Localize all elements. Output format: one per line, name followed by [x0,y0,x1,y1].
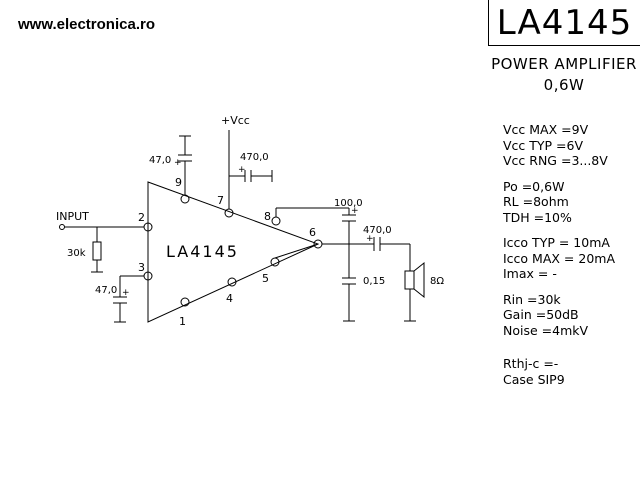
c-pin3-plus: + [122,288,130,298]
speaker-label: 8Ω [430,276,444,287]
pin-4-label: 4 [226,292,233,305]
c-vcc-plus: + [238,165,246,175]
subtitle-line-2: 0,6W [543,76,585,94]
input-terminal [59,224,65,230]
c-boot-plus: + [351,206,359,216]
c-zobel-label: 0,15 [363,276,385,287]
c-out-label: 470,0 [363,225,392,236]
pin-2-label: 2 [138,211,145,224]
c-vcc-label: 470,0 [240,152,269,163]
c-boot-label: 100,0 [334,198,363,209]
speaker-icon [404,270,415,290]
spec-noise: Noise =4mkV [503,322,589,338]
spec-po: Po =0,6W [503,178,565,194]
ic-label: LA4145 [166,242,239,261]
spec-icco-max: Icco MAX = 20mA [503,250,616,266]
spec-rin: Rin =30k [503,291,561,307]
pin-9-label: 9 [175,176,182,189]
input-label: INPUT [56,210,89,223]
c-pin9-label: 47,0 [149,155,171,166]
spec-vcc-max: Vcc MAX =9V [503,122,589,137]
c-pin3-label: 47,0 [95,285,117,296]
spec-gain: Gain =50dB [503,307,579,322]
pin-1 [180,297,190,307]
spec-icco-typ: Icco TYP = 10mA [503,235,610,250]
c-pin9-plus: + [174,158,182,168]
pin-8 [271,216,281,226]
pin-3-label: 3 [138,261,145,274]
spec-case: Case SIP9 [503,371,565,387]
chip-title: LA4145 [496,3,633,43]
pin-7-label: 7 [217,194,224,207]
pin-1-label: 1 [179,315,186,328]
spec-rthj: Rthj-c =- [503,356,559,371]
pin-2 [143,222,153,232]
pin-8-label: 8 [264,210,271,223]
pin-9 [180,194,190,204]
vcc-label: +Vcc [221,114,250,127]
resistor-30k [92,241,102,261]
spec-vcc-typ: Vcc TYP =6V [503,137,584,153]
spec-imax: Imax = - [503,266,557,281]
pin-6-label: 6 [309,226,316,239]
site-url: www.electronica.ro [18,16,155,33]
pin-5-label: 5 [262,272,269,285]
c-out-plus: + [366,234,374,244]
spec-list: Vcc MAX =9V Vcc TYP =6V Vcc RNG =3...8V … [503,122,615,387]
chip-title-box: LA4145 [488,0,640,46]
pin-4 [227,277,237,287]
subtitle: POWER AMPLIFIER 0,6W [488,54,640,96]
speaker-cone [413,261,425,299]
spec-vcc-rng: Vcc RNG =3...8V [503,153,608,168]
resistor-30k-label: 30k [67,248,86,259]
spec-tdh: TDH =10% [503,209,572,225]
spec-rl: RL =8ohm [503,194,569,209]
subtitle-line-1: POWER AMPLIFIER [491,55,637,73]
